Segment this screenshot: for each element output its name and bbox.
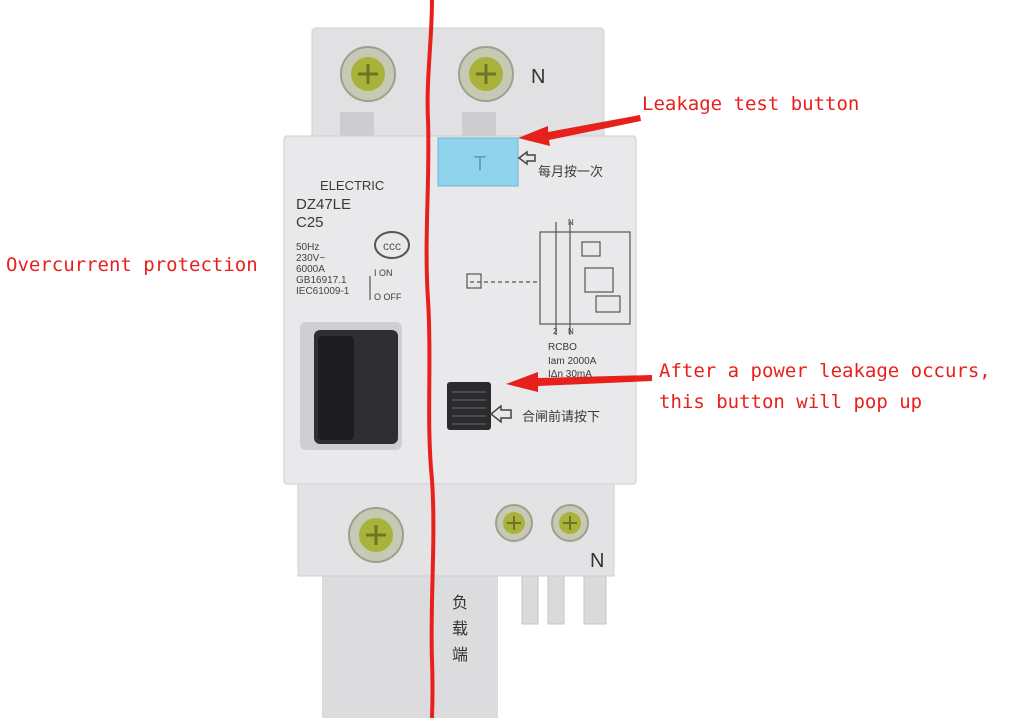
spec-line: 230V~: [296, 253, 326, 264]
circuit-diagram: [466, 150, 631, 424]
spec-line: 50Hz: [296, 242, 320, 253]
test-note-label: 每月按一次: [538, 164, 604, 179]
top-slot-left: [340, 112, 374, 140]
screw-bottom-left: [348, 507, 404, 563]
rcbo-line-2: IΔn 30mA: [548, 369, 592, 380]
load-side-char: 载: [452, 619, 469, 638]
rating-label: C25: [296, 214, 324, 231]
load-side-block: [322, 572, 498, 718]
switch-on-label: I ON: [374, 268, 393, 278]
annotation-leakage-test: Leakage test button: [642, 93, 860, 115]
model-label: DZ47LE: [296, 196, 352, 213]
load-side-char: 负: [452, 593, 469, 612]
annotation-overcurrent: Overcurrent protection: [6, 254, 258, 276]
terminal-n-bottom-label: N: [590, 550, 605, 572]
load-side-label: 负 载 端: [452, 590, 468, 668]
test-button: [437, 137, 519, 187]
annotation-leakage-popup-line-1: After a power leakage occurs,: [659, 360, 991, 382]
screw-bottom-right: [551, 504, 589, 542]
annotation-leakage-popup-line-2: this button will pop up: [659, 391, 923, 413]
load-side-char: 端: [452, 645, 469, 664]
ccc-certification-icon: ccc: [374, 231, 410, 259]
reset-note-label: 合闸前请按下: [522, 409, 601, 424]
spec-line: 6000A: [296, 264, 325, 275]
n-prong-right: [583, 569, 607, 625]
spec-lines: 50Hz 230V~ 6000A GB16917.1 IEC61009-1: [296, 242, 349, 297]
n-prong-left: [521, 569, 539, 625]
spec-line: GB16917.1: [296, 275, 347, 286]
screw-top-left: [340, 46, 396, 102]
rcbo-label: RCBO: [548, 342, 577, 353]
toggle-lever-face: [318, 336, 354, 440]
red-divider-line: [424, 0, 436, 718]
arrow-leakage-popup: [506, 372, 652, 392]
arrow-leakage-test: [518, 115, 641, 146]
n-prong-middle: [547, 569, 565, 625]
switch-off-label: O OFF: [374, 292, 402, 302]
spec-line: IEC61009-1: [296, 286, 350, 297]
diagram-bottom-left-label: 2: [553, 327, 558, 336]
top-slot-right: [462, 112, 496, 140]
terminal-n-top-label: N: [531, 66, 546, 88]
diagram-bottom-right-label: N: [568, 327, 574, 336]
screw-bottom-mid: [495, 504, 533, 542]
diagram-top-label: N: [568, 218, 574, 227]
brand-label: ELECTRIC: [320, 178, 385, 193]
rcbo-line-1: Iam 2000A: [548, 356, 597, 367]
reset-button: [447, 382, 491, 430]
screw-top-right: [458, 46, 514, 102]
test-button-mark: T: [474, 153, 486, 175]
svg-text:ccc: ccc: [383, 239, 401, 253]
